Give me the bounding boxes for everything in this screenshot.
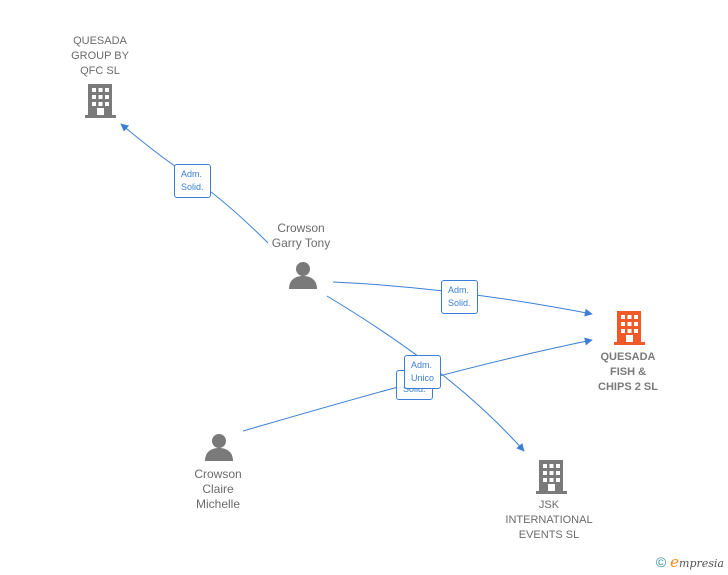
brand-footer: © empresia [656, 553, 724, 571]
node-label-claire[interactable]: Crowson Claire Michelle [194, 467, 242, 511]
building-icon[interactable] [85, 84, 116, 118]
building-icon[interactable] [536, 460, 567, 494]
person-icon[interactable] [289, 262, 317, 289]
person-icon[interactable] [205, 434, 233, 461]
node-label-garry[interactable]: Crowson Garry Tony [271, 221, 331, 250]
edge-label-adm-unico: Adm. Unico [404, 355, 442, 389]
edge-label-adm-solid: Adm. Solid. [441, 280, 478, 314]
building-icon[interactable] [614, 311, 645, 345]
brand-logo: empresia [670, 553, 724, 571]
node-label-quesada-fish[interactable]: QUESADA FISH & CHIPS 2 SL [598, 351, 658, 393]
edge-label-adm-solid: Adm. Solid. [174, 164, 211, 198]
node-label-quesada-group[interactable]: QUESADA GROUP BY QFC SL [71, 35, 129, 77]
copyright-icon: © [655, 554, 667, 570]
node-label-jsk[interactable]: JSK INTERNATIONAL EVENTS SL [505, 499, 593, 541]
